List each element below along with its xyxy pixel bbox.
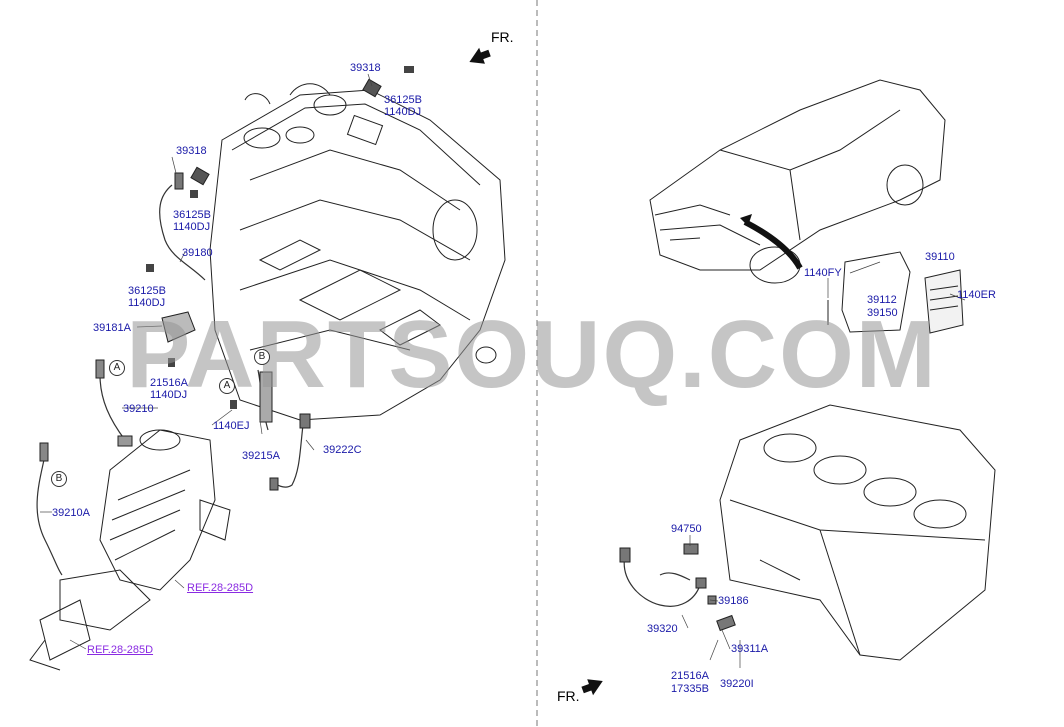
leader-lines-right [681, 261, 966, 668]
engine-block-drawing [719, 404, 996, 661]
fr-arrow-top [469, 47, 491, 64]
ref-link-2[interactable]: REF.28-285D [87, 644, 154, 656]
sensor-wires-right [623, 554, 701, 607]
part-39215A[interactable]: 39215A [242, 450, 280, 462]
part-39220I[interactable]: 39220I [720, 678, 754, 690]
part-1140DJ-low[interactable]: 1140DJ [128, 297, 166, 309]
vehicle-pointer-head [740, 214, 752, 226]
part-1140ER[interactable]: 1140ER [957, 289, 996, 301]
callout-b-2: B [51, 471, 67, 487]
part-39181A[interactable]: 39181A [93, 322, 131, 334]
part-17335B[interactable]: 17335B [671, 683, 709, 695]
part-39210[interactable]: 39210 [123, 403, 154, 415]
callout-a-2: A [219, 378, 235, 394]
part-1140DJ-mid[interactable]: 1140DJ [173, 221, 211, 233]
fr-label-bottom: FR. [557, 688, 580, 704]
part-39110[interactable]: 39110 [925, 251, 955, 263]
sensor-parts-left [39, 78, 382, 491]
ecu-drawing [827, 251, 964, 334]
part-21516A-left[interactable]: 21516A [150, 377, 188, 389]
part-39318-left[interactable]: 39318 [176, 145, 207, 157]
callout-a-1: A [109, 360, 125, 376]
part-39186[interactable]: 39186 [718, 595, 749, 607]
part-39311A[interactable]: 39311A [731, 643, 769, 655]
exhaust-drawing [29, 429, 231, 671]
part-39180[interactable]: 39180 [182, 247, 213, 259]
ref-link-1[interactable]: REF.28-285D [187, 582, 254, 594]
sensor-parts-right [619, 543, 736, 632]
part-94750[interactable]: 94750 [671, 523, 702, 535]
part-36125B-low[interactable]: 36125B [128, 285, 166, 297]
callout-b-1: B [254, 349, 270, 365]
part-1140FY[interactable]: 1140FY [804, 267, 842, 279]
part-21516A-right[interactable]: 21516A [671, 670, 709, 682]
part-39320[interactable]: 39320 [647, 623, 678, 635]
part-1140EJ[interactable]: 1140EJ [213, 420, 250, 432]
part-39112[interactable]: 39112 [867, 294, 897, 306]
part-1140DJ-left[interactable]: 1140DJ [150, 389, 188, 401]
engine-drawing [209, 83, 506, 421]
part-39222C[interactable]: 39222C [323, 444, 362, 456]
part-36125B-top[interactable]: 36125B [384, 94, 422, 106]
part-36125B-mid[interactable]: 36125B [173, 209, 211, 221]
vehicle-pointer-arrow [743, 219, 803, 270]
part-39210A[interactable]: 39210A [52, 507, 90, 519]
fr-label-top: FR. [491, 29, 514, 45]
fr-arrow-bottom [581, 679, 603, 696]
part-39318-top[interactable]: 39318 [350, 62, 381, 74]
leader-lines-left [40, 73, 373, 650]
bolts-left [146, 66, 414, 409]
part-39150[interactable]: 39150 [867, 307, 898, 319]
part-1140DJ-top[interactable]: 1140DJ [384, 106, 422, 118]
